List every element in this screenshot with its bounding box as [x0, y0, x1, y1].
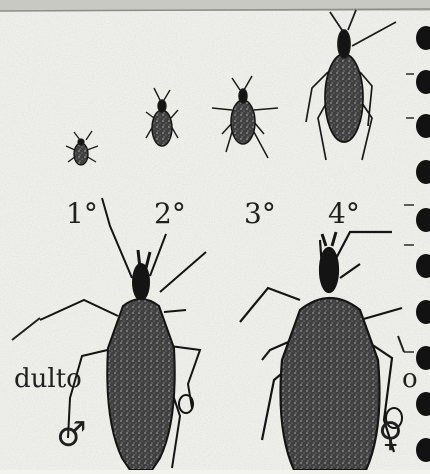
label-instar-2: 2° [154, 200, 186, 228]
label-adult-right: o [402, 366, 418, 392]
label-instar-1: 1° [66, 200, 98, 228]
label-adult-left: dulto [14, 366, 82, 392]
label-instar-4: 4° [328, 200, 360, 228]
male-symbol: ♂ [56, 418, 86, 452]
female-symbol: ♀ [378, 418, 403, 452]
label-instar-3: 3° [244, 200, 276, 228]
